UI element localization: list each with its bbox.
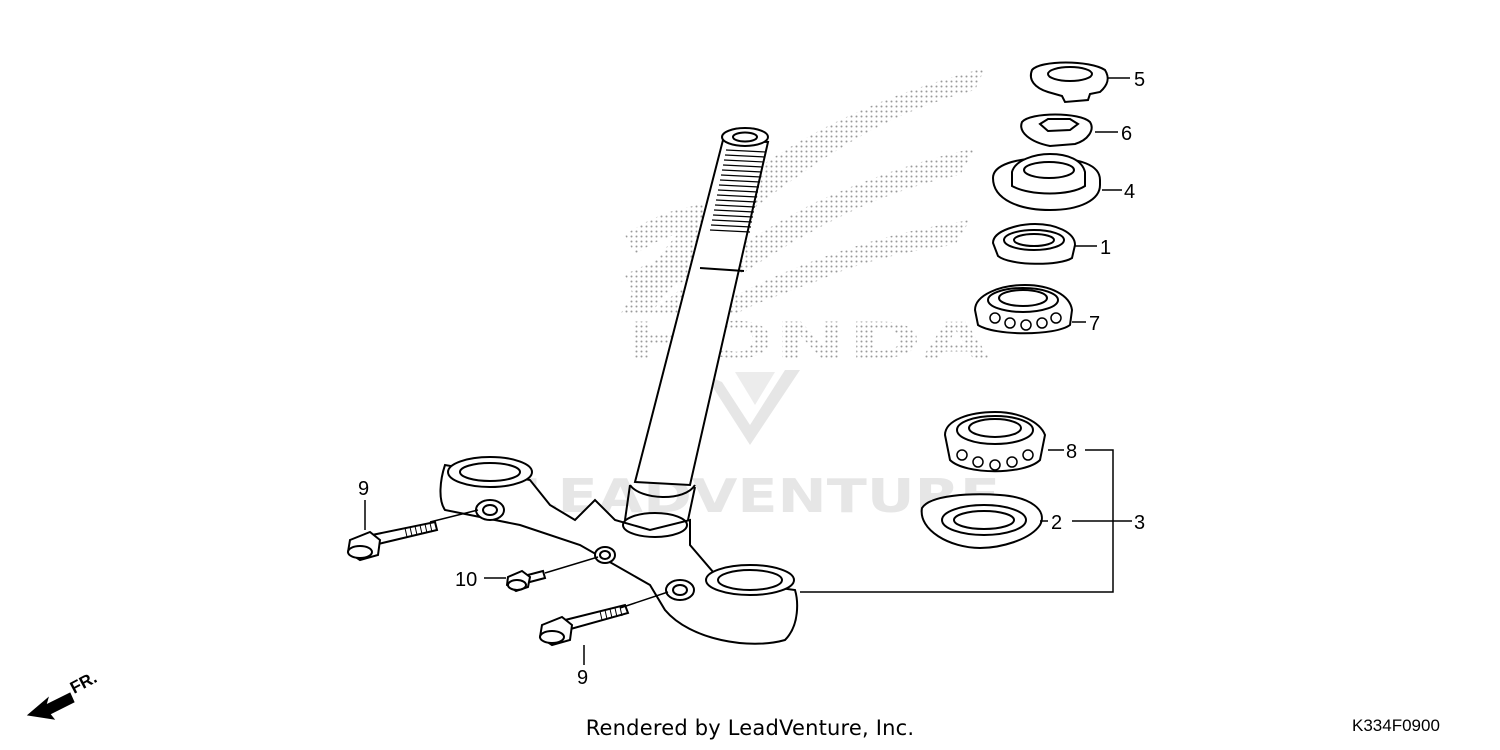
bolt-9-bottom [538, 603, 630, 647]
callout-5: 5 [1134, 69, 1145, 91]
leader-lines [364, 77, 1132, 665]
front-direction-arrow: FR. [26, 668, 100, 720]
rendered-by-footer: Rendered by LeadVenture, Inc. [585, 716, 915, 740]
callout-2: 2 [1051, 512, 1062, 534]
diagram-id: K334F0900 [1352, 716, 1440, 735]
steering-stem [624, 127, 770, 521]
inner-race-1 [991, 222, 1077, 265]
arrow-icon [26, 692, 75, 720]
callout-8: 8 [1066, 441, 1077, 463]
lock-nut-5 [1029, 61, 1109, 104]
callout-3: 3 [1134, 512, 1145, 534]
adjusting-nut-4 [991, 152, 1101, 212]
bolt-9-left [346, 520, 439, 562]
front-label: FR. [67, 668, 100, 698]
callout-1: 1 [1100, 237, 1111, 259]
callout-10: 10 [455, 569, 477, 591]
bottom-bridge [439, 456, 799, 645]
callout-7: 7 [1089, 313, 1100, 335]
lower-bearing-8 [943, 410, 1047, 473]
lock-washer-6 [1020, 113, 1093, 148]
bolt-10 [505, 569, 547, 593]
callout-9-left: 9 [358, 478, 369, 500]
leadventure-watermark: LEADVENTURE [520, 370, 1000, 523]
callout-9-bottom: 9 [577, 667, 588, 689]
callout-4: 4 [1124, 181, 1135, 203]
upper-bearing-7 [973, 283, 1074, 335]
dust-seal-2 [920, 493, 1043, 550]
callout-6: 6 [1121, 123, 1132, 145]
